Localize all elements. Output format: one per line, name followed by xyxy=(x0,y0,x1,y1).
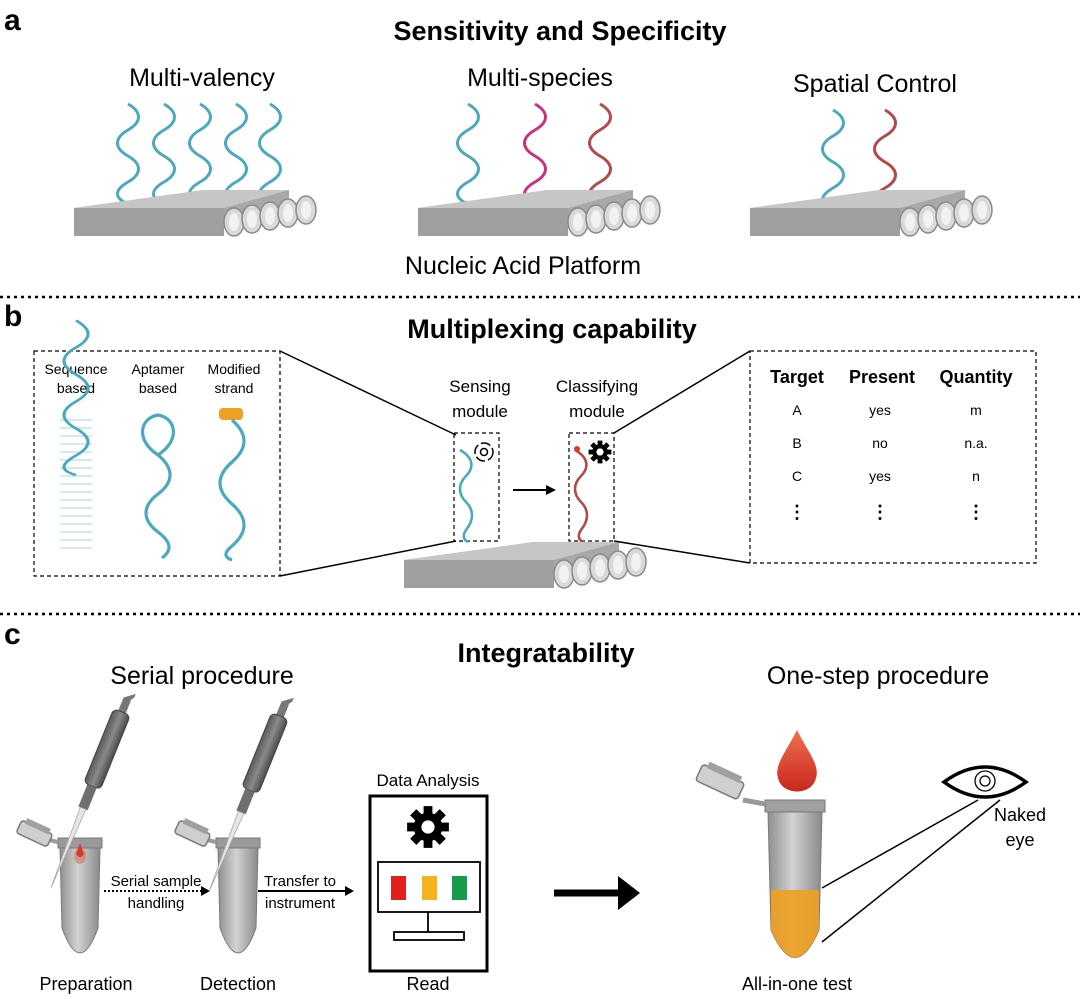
zoom-line-left-bottom xyxy=(279,540,457,577)
table-ellipsis: ⋮ xyxy=(967,502,985,522)
table-cell: no xyxy=(872,435,888,451)
status-yellow-block xyxy=(422,876,437,900)
sensing-module-box xyxy=(453,432,500,542)
blood-drop-icon xyxy=(777,730,817,792)
panel-b-title: Multiplexing capability xyxy=(407,314,697,344)
gear-icon xyxy=(588,440,612,464)
panel-c-title: Integratability xyxy=(457,638,634,668)
blood-drop-small xyxy=(76,843,84,857)
gear-icon xyxy=(407,806,449,848)
arrow2-line2: instrument xyxy=(265,895,336,912)
sensing-module-line1: Sensing xyxy=(449,377,510,396)
arrow2-head xyxy=(345,886,354,896)
table-cell: yes xyxy=(869,468,891,484)
naked-eye-line1: Naked xyxy=(994,805,1046,825)
table-header-target: Target xyxy=(770,367,824,387)
all-in-one-tube xyxy=(695,761,826,958)
sight-line-top xyxy=(821,799,979,889)
arrow1-line2: handling xyxy=(128,895,185,912)
table-ellipsis: ⋮ xyxy=(871,502,889,522)
sensing-module-line2: module xyxy=(452,402,508,421)
panel-a-title: Sensitivity and Specificity xyxy=(393,16,726,46)
sequence-based-strand xyxy=(60,318,92,549)
panel-b-letter: b xyxy=(4,300,22,333)
nucleic-acid-platform-label: Nucleic Acid Platform xyxy=(405,252,641,280)
classifying-module-line1: Classifying xyxy=(556,377,638,396)
monitor-base xyxy=(393,931,465,941)
one-step-procedure-title: One-step procedure xyxy=(767,662,989,690)
table-cell: B xyxy=(792,435,801,451)
status-red-block xyxy=(391,876,406,900)
arrow2-line1: Transfer to xyxy=(264,873,336,890)
sight-line-bottom xyxy=(821,799,1001,943)
zoom-line-left-top xyxy=(279,350,457,436)
status-green-block xyxy=(452,876,467,900)
table-cell: n.a. xyxy=(964,435,987,451)
step-all-in-one-label: All-in-one test xyxy=(742,974,852,994)
zoom-line-right-bottom xyxy=(613,540,751,564)
modified-strand xyxy=(218,408,246,562)
serial-procedure-title: Serial procedure xyxy=(110,662,293,690)
strand-type-3-line2: strand xyxy=(215,380,254,396)
classifying-module-box xyxy=(568,432,615,542)
table-cell: A xyxy=(792,402,802,418)
step-detection-label: Detection xyxy=(200,974,276,994)
classifying-strand xyxy=(573,446,589,544)
strand-type-3-line1: Modified xyxy=(208,361,261,377)
panel-c-letter: c xyxy=(4,618,21,651)
label-spatial-control: Spatial Control xyxy=(793,70,957,98)
center-platform xyxy=(403,541,647,589)
module-arrow-head xyxy=(546,485,556,495)
table-header-quantity: Quantity xyxy=(939,367,1012,387)
label-multi-valency: Multi-valency xyxy=(129,64,275,92)
label-multi-species: Multi-species xyxy=(467,64,613,92)
arrow1-line1: Serial sample xyxy=(111,873,202,890)
multi-valency-illustration xyxy=(73,102,317,237)
preparation-tube xyxy=(14,814,104,955)
multi-species-illustration xyxy=(417,102,661,237)
sensing-strand xyxy=(458,448,474,544)
aptamer-based-strand xyxy=(141,413,175,560)
table-ellipsis: ⋮ xyxy=(788,502,806,522)
strand-type-1-line1: Sequence xyxy=(44,361,107,377)
classifying-module-line2: module xyxy=(569,402,625,421)
step-read-label: Read xyxy=(406,974,449,994)
arrow1-head xyxy=(201,886,210,896)
table-cell: m xyxy=(970,402,982,418)
naked-eye-line2: eye xyxy=(1005,830,1034,850)
table-cell: C xyxy=(792,468,802,484)
data-analysis-label: Data Analysis xyxy=(377,771,480,790)
zoom-line-right-top xyxy=(613,350,751,434)
strand-types-box xyxy=(33,350,281,577)
table-cell: n xyxy=(972,468,980,484)
table-header-present: Present xyxy=(849,367,915,387)
target-icon xyxy=(474,442,494,462)
panel-a-letter: a xyxy=(4,4,21,37)
strand-type-2-line2: based xyxy=(139,380,177,396)
results-table-box xyxy=(749,350,1037,564)
table-cell: yes xyxy=(869,402,891,418)
strand-type-2-line1: Aptamer xyxy=(132,361,185,377)
eye-icon xyxy=(941,765,1029,799)
spatial-control-illustration xyxy=(749,108,993,237)
step-preparation-label: Preparation xyxy=(39,974,132,994)
big-arrow xyxy=(554,876,640,910)
